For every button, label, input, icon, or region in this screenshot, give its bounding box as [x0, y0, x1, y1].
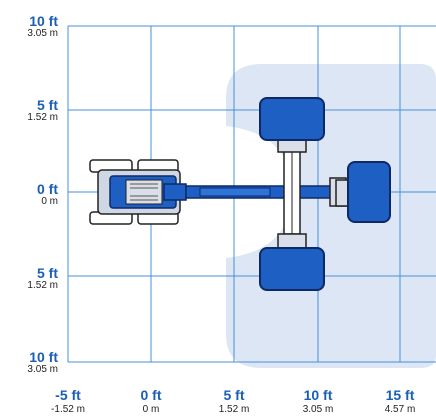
y-label-5ft-top: 5 ft 1.52 m — [27, 97, 58, 123]
platform-right — [347, 161, 391, 223]
x-label-15ft: 15 ft 4.57 m — [384, 387, 416, 415]
y-label-10ft-top: 10 ft 3.05 m — [27, 13, 58, 39]
boom-cylinder — [199, 187, 271, 197]
x-label-0ft: 0 ft 0 m — [140, 387, 162, 415]
platform-top — [259, 97, 325, 141]
platform-bottom-mount — [277, 233, 307, 249]
platform-basket-icon — [259, 97, 391, 291]
boom-lift-top-view-icon — [89, 149, 347, 235]
y-label-0ft: 0 ft 0 m — [37, 181, 58, 207]
x-label-neg5ft: -5 ft -1.52 m — [51, 387, 85, 415]
y-label-10ft-bottom: 10 ft 3.05 m — [27, 349, 58, 375]
x-label-10ft: 10 ft 3.05 m — [302, 387, 334, 415]
boom-pivot — [163, 183, 187, 201]
y-label-5ft-bottom: 5 ft 1.52 m — [27, 265, 58, 291]
platform-bottom — [259, 247, 325, 291]
x-label-5ft: 5 ft 1.52 m — [218, 387, 250, 415]
